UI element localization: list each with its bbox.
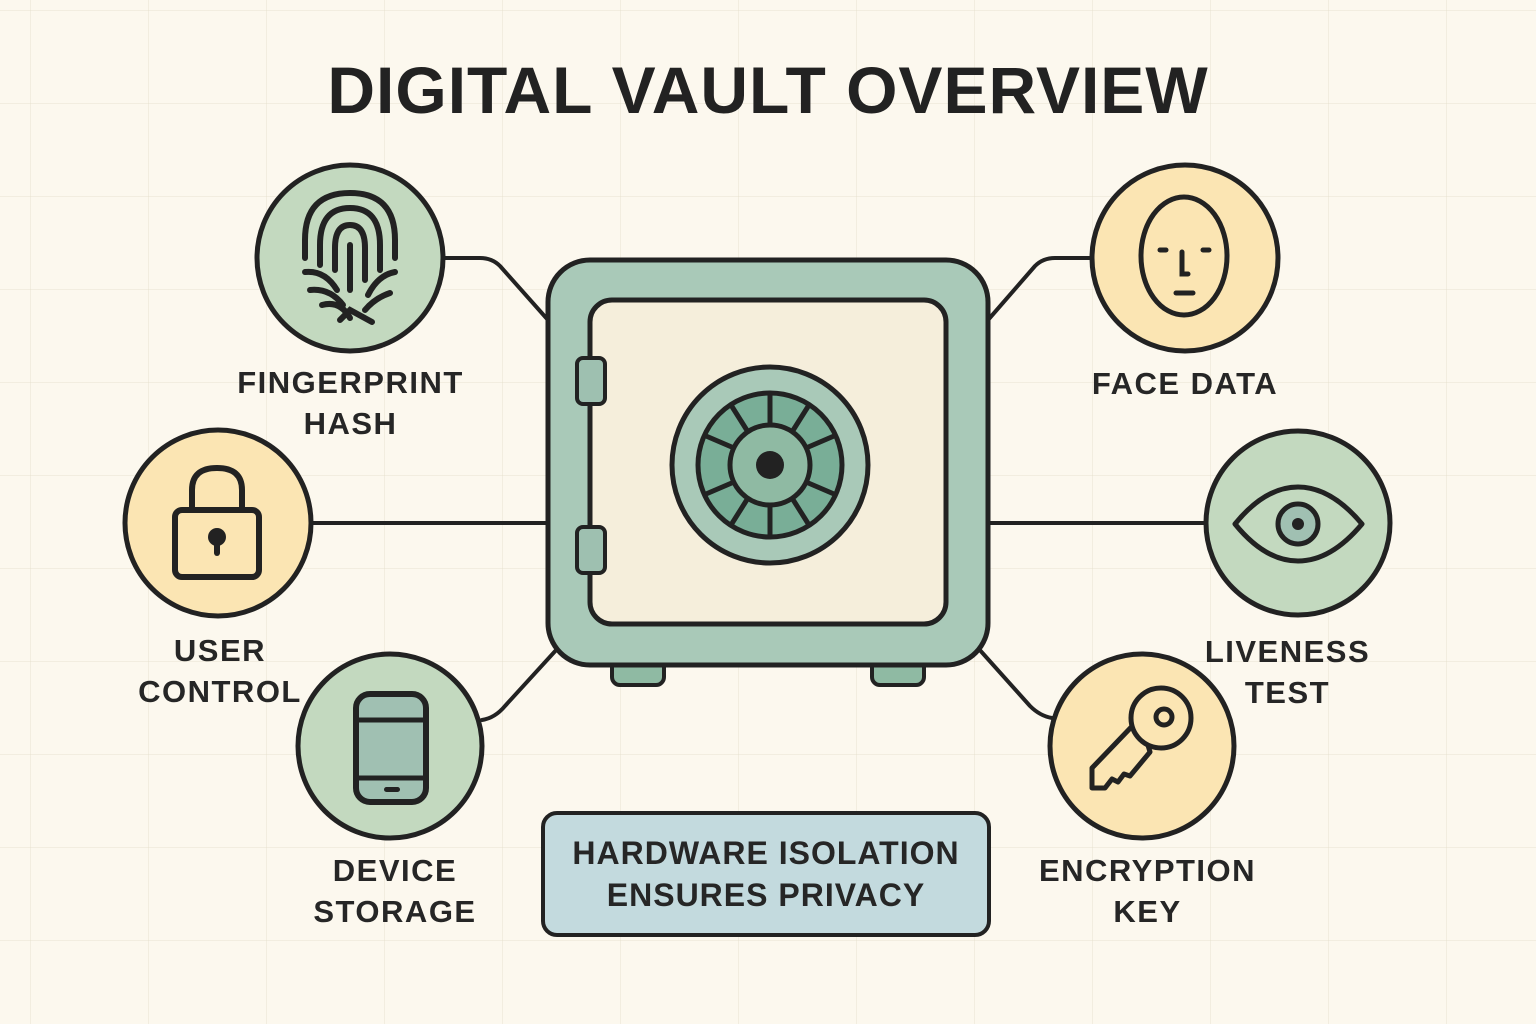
label-face-data: FACE DATA (1091, 366, 1279, 401)
hardware-isolation-callout: HARDWARE ISOLATION ENSURES PRIVACY (541, 811, 991, 937)
key-icon (1089, 685, 1194, 791)
padlock-icon (172, 464, 262, 580)
node-encryption-key[interactable] (1047, 651, 1237, 841)
vault-dial (669, 364, 871, 566)
smartphone-icon (353, 691, 429, 805)
node-liveness-test[interactable] (1203, 428, 1393, 618)
node-fingerprint[interactable] (254, 162, 446, 354)
node-device-storage[interactable] (295, 651, 485, 841)
connector-lines (311, 256, 1207, 722)
vault-hinge-bottom (575, 525, 607, 575)
connector-encryption-key (976, 646, 1054, 720)
label-device-storage: DEVICE STORAGE (313, 853, 477, 929)
label-encryption-key: ENCRYPTION KEY (1038, 853, 1257, 929)
safe-icon (545, 257, 991, 687)
eye-icon (1232, 484, 1365, 564)
connector-face-data (986, 256, 1092, 322)
label-liveness-test: LIVENESS TEST (1204, 634, 1371, 710)
fingerprint-icon (302, 189, 398, 325)
face-icon (1138, 194, 1230, 318)
connector-device-storage (480, 646, 560, 722)
vault-hinge-top (575, 356, 607, 406)
label-user-control: USER CONTROL (138, 633, 302, 709)
node-user-control[interactable] (122, 427, 314, 619)
connector-fingerprint (443, 256, 550, 322)
label-fingerprint-hash: FINGERPRINT HASH (237, 365, 464, 441)
node-face-data[interactable] (1089, 162, 1281, 354)
page-title: DIGITAL VAULT OVERVIEW (327, 53, 1209, 127)
